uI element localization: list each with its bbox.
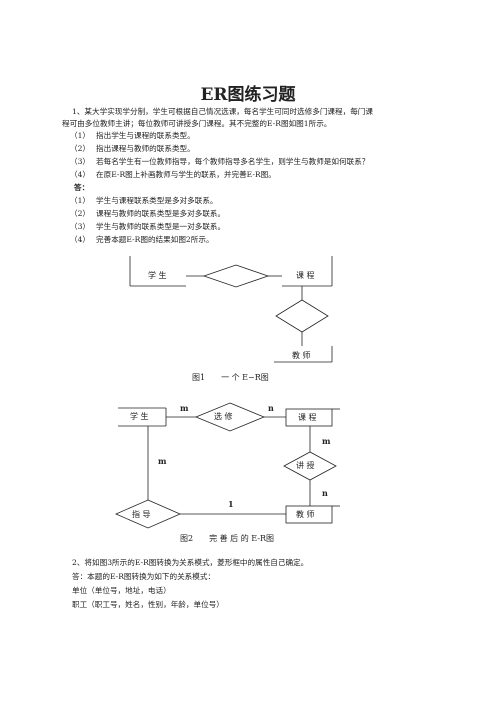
fig2-select-label: 选 修 bbox=[214, 412, 233, 421]
q2-line4: 职工（职工号，姓名，性别，年龄，单位号） bbox=[72, 600, 224, 609]
answer-text: 课程与教师的联系类型是多对多联系。 bbox=[96, 209, 226, 218]
fig2-course-label: 课 程 bbox=[298, 413, 317, 422]
answer-num: （4） bbox=[70, 235, 91, 244]
q1-item-4: （4） 在原E-R图上补画教师与学生的联系，并完善E-R图。 bbox=[70, 169, 276, 181]
cardinality-m-select-student: m bbox=[180, 403, 189, 413]
q1-item-num: （2） bbox=[70, 144, 91, 153]
q1-line2: 程可由多位教师主讲；每位教师可讲授多门课程。其不完整的E-R图如图1所示。 bbox=[62, 119, 332, 128]
fig1-teacher-label: 教 师 bbox=[292, 351, 311, 360]
cardinality-n-teach-teacher: n bbox=[322, 488, 328, 498]
answer-text: 学生与课程联系类型是多对多联系。 bbox=[96, 196, 218, 205]
q1-item-3: （3） 若每名学生有一位教师指导，每个教师指导多名学生，则学生与教师是如何联系？ bbox=[70, 156, 369, 168]
answer-1: （1） 学生与课程联系类型是多对多联系。 bbox=[70, 195, 218, 207]
answer-num: （2） bbox=[70, 209, 91, 218]
fig1-course-label: 课 程 bbox=[296, 271, 315, 280]
answer-3: （3） 学生与教师的联系类型是一对多联系。 bbox=[70, 221, 225, 233]
entity-course-fig2 bbox=[285, 408, 333, 427]
q1-item-text: 指出学生与课程的联系类型。 bbox=[96, 131, 195, 140]
fig2-teach-label: 讲 授 bbox=[296, 461, 315, 470]
fig2-caption: 图2 完 善 后 的 E-R图 bbox=[180, 534, 274, 543]
cardinality-m-teach-course: m bbox=[322, 436, 331, 446]
entity-teacher-fig2 bbox=[285, 505, 333, 524]
relationship-select bbox=[194, 402, 266, 432]
relationship-guide bbox=[115, 499, 181, 529]
answer-text: 学生与教师的联系类型是一对多联系。 bbox=[96, 222, 226, 231]
q1-item-text: 指出课程与教师的联系类型。 bbox=[96, 144, 195, 153]
answer-2: （2） 课程与教师的联系类型是多对多联系。 bbox=[70, 208, 225, 220]
answer-text: 完善本题E-R图的结果如图2所示。 bbox=[96, 235, 214, 244]
fig2-teacher-label: 教 师 bbox=[296, 510, 315, 519]
answer-num: （1） bbox=[70, 196, 91, 205]
relationship-diamond-fig1 bbox=[202, 264, 270, 288]
q1-item-2: （2） 指出课程与教师的联系类型。 bbox=[70, 143, 195, 155]
cardinality-n-select-course: n bbox=[268, 403, 274, 413]
entity-teacher-fig1 bbox=[274, 346, 333, 363]
answer-4: （4） 完善本题E-R图的结果如图2所示。 bbox=[70, 234, 214, 246]
cardinality-1-guide-teacher: 1 bbox=[228, 499, 234, 509]
page-title: ER图练习题 bbox=[200, 85, 296, 105]
q1-item-num: （4） bbox=[70, 170, 91, 179]
entity-student-fig1 bbox=[129, 256, 186, 287]
fig1-caption: 图1 一 个 E−R图 bbox=[192, 373, 269, 382]
q1-item-num: （1） bbox=[70, 131, 91, 140]
q2-line2: 答：本题的E-R图转换为如下的关系模式： bbox=[72, 572, 216, 581]
q2-line1: 2、将如图3所示的E-R图转换为关系模式，菱形框中的属性自己确定。 bbox=[72, 558, 309, 567]
answer-num: （3） bbox=[70, 222, 91, 231]
fig2-student-label: 学 生 bbox=[130, 412, 149, 421]
q2-line3: 单位（单位号，地址，电话） bbox=[72, 586, 171, 595]
entity-course-fig1 bbox=[282, 256, 333, 287]
q1-item-text: 在原E-R图上补画教师与学生的联系，并完善E-R图。 bbox=[96, 170, 276, 179]
fig1-student-label: 学 生 bbox=[148, 271, 167, 280]
answer-label: 答： bbox=[74, 183, 90, 192]
q1-item-1: （1） 指出学生与课程的联系类型。 bbox=[70, 130, 195, 142]
cardinality-m-guide-student: m bbox=[158, 456, 167, 466]
q1-line1: 1、某大学实现学分制，学生可根据自己情况选课，每名学生可同时选修多门课程，每门课 bbox=[72, 107, 373, 116]
q1-item-num: （3） bbox=[70, 157, 91, 166]
fig2-guide-label: 指 导 bbox=[132, 510, 151, 519]
q1-item-text: 若每名学生有一位教师指导，每个教师指导多名学生，则学生与教师是如何联系？ bbox=[96, 157, 370, 166]
